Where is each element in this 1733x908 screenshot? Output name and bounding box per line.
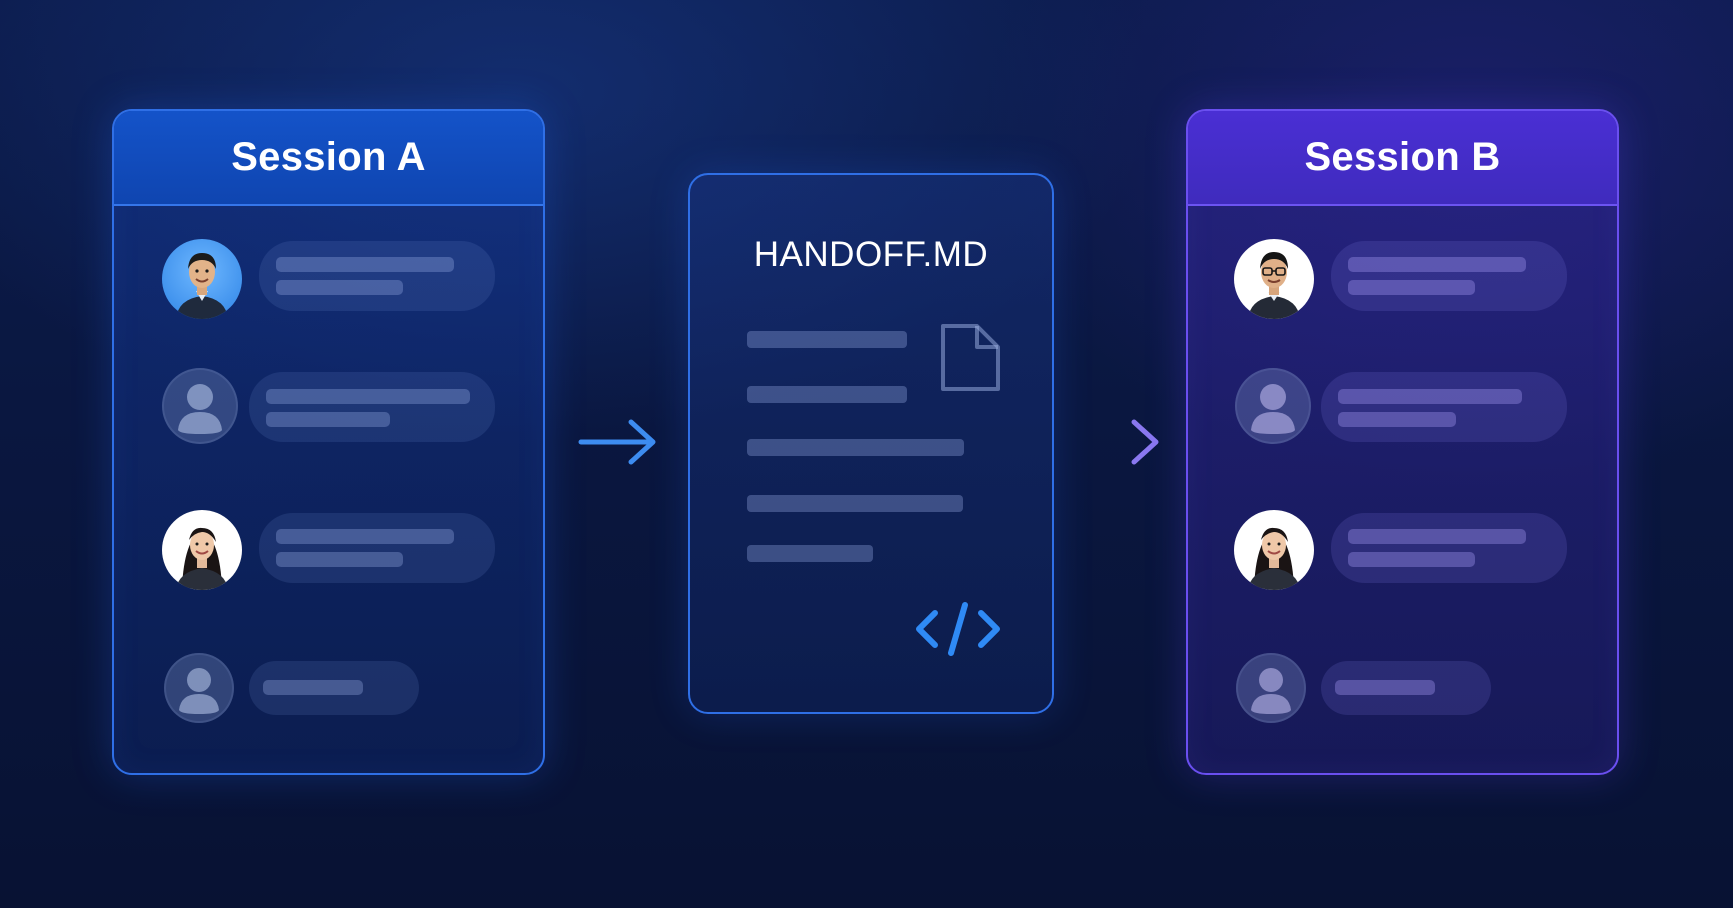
message-row: [114, 365, 543, 455]
message-row: [1188, 508, 1617, 598]
person-placeholder-icon: [162, 368, 238, 444]
person-photo-man-icon: [162, 239, 242, 319]
code-icon: [916, 602, 1000, 656]
person-photo-man-glasses-icon: [1234, 239, 1314, 319]
person-placeholder-icon: [1236, 653, 1306, 723]
message-row: [1188, 653, 1617, 743]
file-icon: [941, 324, 1000, 391]
document-text-line: [747, 545, 873, 562]
document-text-line: [747, 386, 907, 403]
person-placeholder-icon: [1235, 368, 1311, 444]
handoff-document: HANDOFF.MD: [688, 173, 1054, 714]
arrow-right-icon: [578, 419, 656, 465]
document-text-line: [747, 439, 964, 456]
message-bubble: [259, 513, 495, 583]
person-placeholder-icon: [164, 653, 234, 723]
message-row: [114, 235, 543, 325]
message-bubble: [1321, 661, 1491, 715]
session-b-panel: Session B: [1186, 109, 1619, 775]
session-a-panel: Session A: [112, 109, 545, 775]
session-a-title: Session A: [114, 111, 543, 206]
document-text-line: [747, 331, 907, 348]
person-photo-woman-icon: [162, 510, 242, 590]
person-photo-woman-icon: [1234, 510, 1314, 590]
message-row: [114, 653, 543, 743]
document-text-line: [747, 495, 963, 512]
message-bubble: [249, 372, 495, 442]
message-bubble: [1331, 241, 1567, 311]
message-row: [1188, 365, 1617, 455]
session-b-title: Session B: [1188, 111, 1617, 206]
document-title: HANDOFF.MD: [753, 235, 989, 274]
message-row: [1188, 235, 1617, 325]
message-bubble: [1321, 372, 1567, 442]
message-row: [114, 508, 543, 598]
arrow-right-icon: [1081, 419, 1159, 465]
message-bubble: [259, 241, 495, 311]
message-bubble: [249, 661, 419, 715]
message-bubble: [1331, 513, 1567, 583]
